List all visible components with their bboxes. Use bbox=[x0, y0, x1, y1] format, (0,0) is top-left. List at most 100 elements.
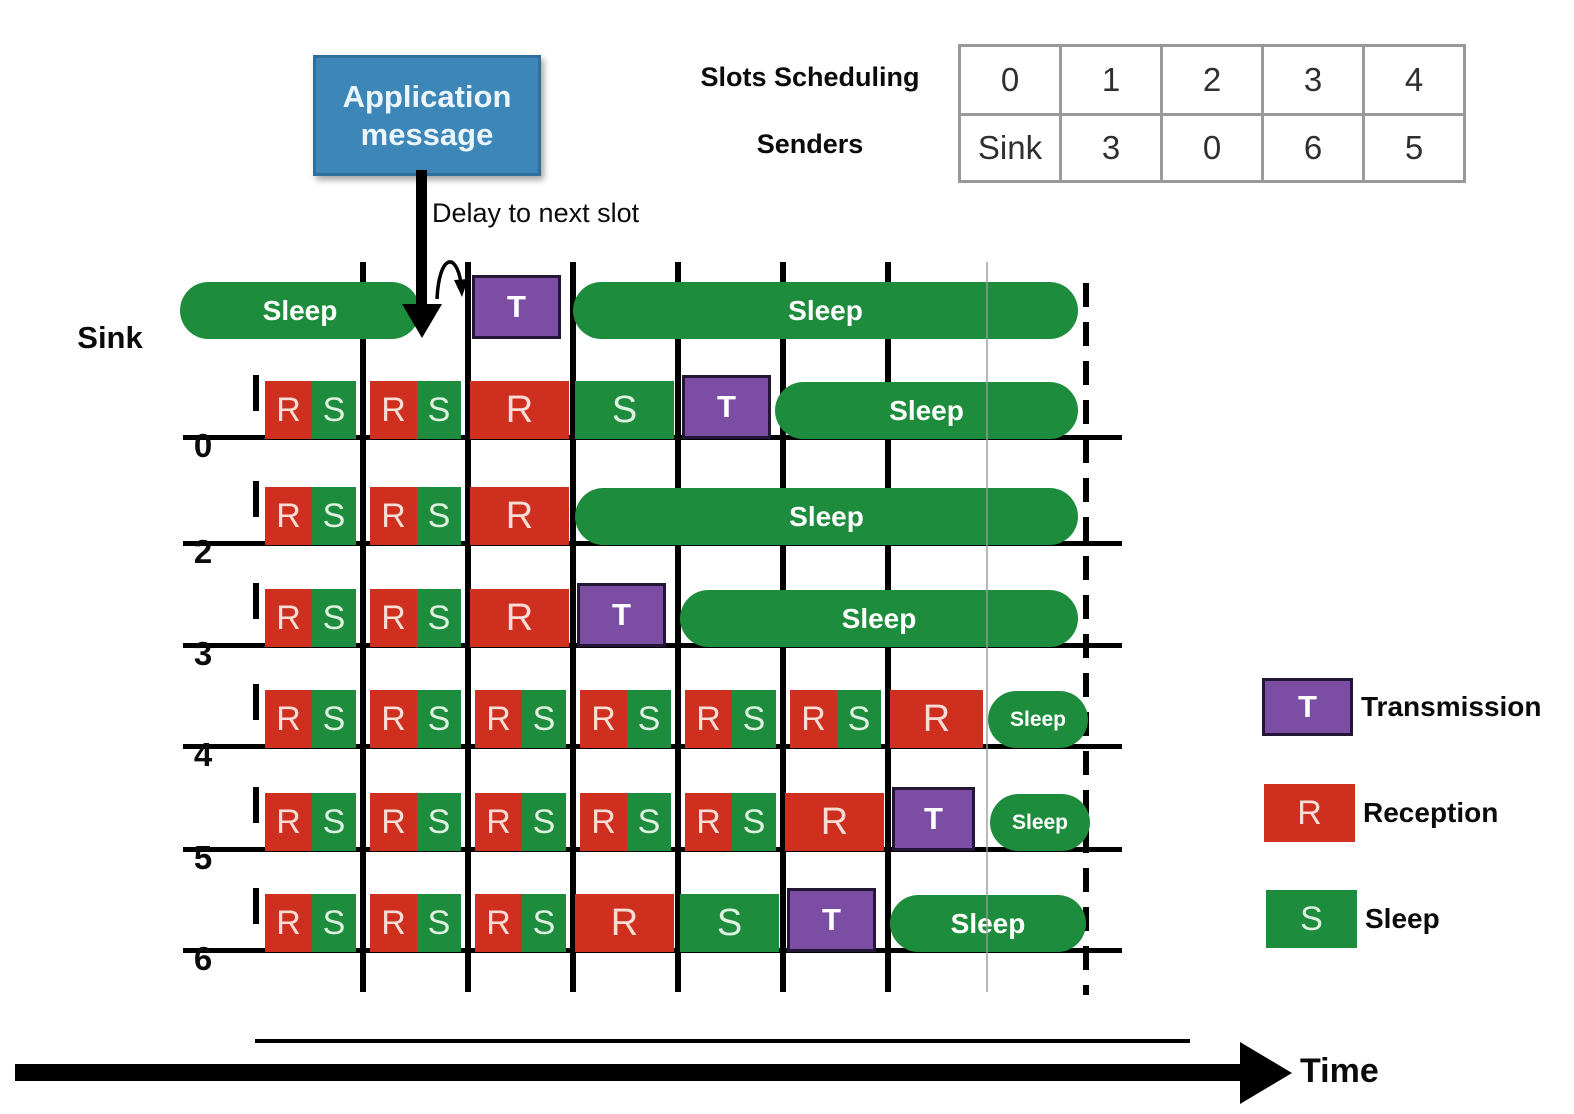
sleep-symbol: S bbox=[427, 699, 451, 738]
slots-scheduling-label: Slots Scheduling bbox=[700, 62, 920, 92]
reception-slot: R bbox=[475, 690, 522, 748]
application-message-line1: Application bbox=[342, 78, 512, 114]
sleep-symbol: S bbox=[427, 598, 451, 637]
reception-symbol: R bbox=[381, 496, 406, 535]
sender-cell: 6 bbox=[1264, 116, 1362, 180]
transmission-slot: T bbox=[892, 787, 975, 851]
sleep-period-pill: Sleep bbox=[988, 691, 1088, 748]
sleep-symbol: S bbox=[322, 802, 346, 841]
sleep-symbol: S bbox=[532, 903, 556, 942]
reception-symbol: R bbox=[820, 800, 849, 843]
row-label-node-2: 2 bbox=[193, 533, 213, 570]
sleep-slot: S bbox=[312, 690, 356, 748]
transmission-slot: T bbox=[472, 275, 561, 339]
reception-symbol: R bbox=[922, 697, 951, 740]
reception-symbol: R bbox=[381, 699, 406, 738]
application-message-line2: message bbox=[360, 116, 494, 152]
sleep-slot: S bbox=[522, 690, 566, 748]
sleep-symbol: S bbox=[322, 598, 346, 637]
reception-slot: R bbox=[265, 381, 312, 439]
reception-symbol: R bbox=[505, 494, 534, 537]
transmission-symbol: T bbox=[822, 902, 841, 937]
slot-number-cell: 1 bbox=[1062, 47, 1160, 113]
reception-slot-wide: R bbox=[470, 487, 569, 545]
sleep-period-pill: Sleep bbox=[990, 794, 1090, 851]
frame-end-dashed-line bbox=[1083, 283, 1089, 995]
reception-symbol: R bbox=[486, 802, 511, 841]
sleep-symbol: S bbox=[742, 802, 766, 841]
transmission-symbol: T bbox=[612, 597, 631, 632]
reception-slot: R bbox=[475, 793, 522, 851]
reception-slot-wide: R bbox=[470, 589, 569, 647]
legend-item-sleep: S Sleep bbox=[1266, 890, 1440, 948]
sleep-slot-wide: S bbox=[575, 381, 674, 439]
time-axis-label: Time bbox=[1300, 1052, 1379, 1090]
reception-slot: R bbox=[475, 894, 522, 952]
sleep-slot: S bbox=[522, 894, 566, 952]
sender-cell: Sink bbox=[961, 116, 1059, 180]
legend-sleep-symbol: S bbox=[1300, 899, 1323, 938]
slot-boundary-line bbox=[675, 262, 681, 992]
sleep-slot: S bbox=[417, 690, 461, 748]
sleep-slot: S bbox=[312, 381, 356, 439]
reception-symbol: R bbox=[381, 903, 406, 942]
row-label-node-0: 0 bbox=[193, 427, 213, 464]
row-start-tick bbox=[253, 481, 259, 517]
delay-annotation: Delay to next slot bbox=[432, 198, 640, 228]
slots-scheduling-table: 0 1 2 3 4 Sink 3 0 6 5 bbox=[958, 44, 1466, 183]
transmission-symbol: T bbox=[507, 289, 526, 324]
reception-symbol: R bbox=[486, 699, 511, 738]
reception-symbol: R bbox=[276, 903, 301, 942]
reception-symbol: R bbox=[696, 699, 721, 738]
sleep-symbol: S bbox=[847, 699, 871, 738]
sleep-symbol: S bbox=[322, 903, 346, 942]
reception-slot: R bbox=[370, 381, 417, 439]
sleep-symbol: S bbox=[637, 699, 661, 738]
sleep-slot: S bbox=[417, 381, 461, 439]
sleep-slot: S bbox=[627, 690, 671, 748]
sender-cell: 5 bbox=[1365, 116, 1463, 180]
sleep-symbol: S bbox=[322, 496, 346, 535]
sender-cell: 0 bbox=[1163, 116, 1261, 180]
row-start-tick bbox=[253, 787, 259, 823]
sleep-slot: S bbox=[417, 589, 461, 647]
reception-symbol: R bbox=[381, 802, 406, 841]
sleep-swatch-icon: S bbox=[1266, 890, 1357, 948]
transmission-slot: T bbox=[577, 583, 666, 647]
down-arrow-icon bbox=[416, 170, 427, 306]
reception-slot: R bbox=[685, 690, 732, 748]
reception-symbol: R bbox=[276, 802, 301, 841]
sleep-slot: S bbox=[312, 487, 356, 545]
legend-reception-symbol: R bbox=[1297, 793, 1322, 832]
slot-boundary-line-light bbox=[986, 262, 988, 992]
reception-symbol: R bbox=[276, 496, 301, 535]
time-arrow-head-icon bbox=[1240, 1042, 1292, 1104]
reception-swatch-icon: R bbox=[1264, 784, 1355, 842]
slot-boundary-line bbox=[360, 262, 366, 992]
down-arrow-head-icon bbox=[402, 304, 442, 338]
reception-symbol: R bbox=[381, 390, 406, 429]
sleep-slot-wide: S bbox=[680, 894, 779, 952]
row-label-sink: Sink bbox=[77, 320, 143, 355]
reception-slot: R bbox=[265, 894, 312, 952]
reception-symbol: R bbox=[801, 699, 826, 738]
reception-slot-wide: R bbox=[470, 381, 569, 439]
reception-slot-wide: R bbox=[890, 690, 983, 748]
sleep-slot: S bbox=[837, 690, 881, 748]
reception-symbol: R bbox=[591, 699, 616, 738]
sleep-symbol: S bbox=[532, 802, 556, 841]
reception-symbol: R bbox=[381, 598, 406, 637]
legend-sleep-label: Sleep bbox=[1365, 903, 1440, 934]
row-start-tick bbox=[253, 583, 259, 619]
sleep-period-pill: Sleep bbox=[775, 382, 1078, 439]
sleep-symbol: S bbox=[716, 901, 743, 944]
reception-slot: R bbox=[370, 690, 417, 748]
reception-symbol: R bbox=[276, 598, 301, 637]
sleep-period-pill: Sleep bbox=[573, 282, 1078, 339]
legend-reception-label: Reception bbox=[1363, 797, 1499, 828]
transmission-swatch-icon: T bbox=[1262, 678, 1353, 736]
reception-slot-wide: R bbox=[575, 894, 674, 952]
sleep-period-pill: Sleep bbox=[180, 282, 420, 339]
